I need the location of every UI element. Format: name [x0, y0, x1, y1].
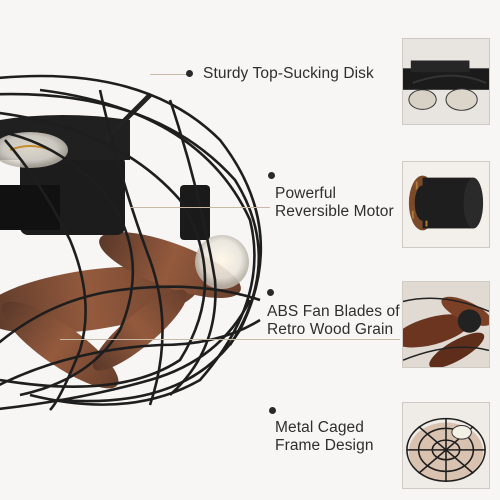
- feature-label-cage-2: Frame Design: [275, 437, 374, 454]
- feature-label-cage-1: Metal Caged: [275, 419, 364, 436]
- motor-thumbnail: [402, 161, 490, 248]
- leader-line: [60, 339, 400, 340]
- feature-label-disk: Sturdy Top-Sucking Disk: [203, 65, 374, 82]
- bullet-dot-icon: [268, 172, 275, 179]
- feature-label-blades-2: Retro Wood Grain: [267, 321, 394, 338]
- feature-label-motor-2: Reversible Motor: [275, 203, 394, 220]
- feature-label-blades-1: ABS Fan Blades of: [267, 303, 400, 320]
- cage-thumbnail: [402, 402, 490, 489]
- bullet-dot-icon: [269, 407, 276, 414]
- metal-cage: [0, 74, 263, 411]
- feature-label-motor-1: Powerful: [275, 185, 337, 202]
- disk-thumbnail: [402, 38, 490, 125]
- leader-line: [150, 74, 190, 75]
- leader-line: [130, 207, 270, 208]
- bullet-dot-icon: [186, 70, 193, 77]
- blades-thumbnail: [402, 281, 490, 368]
- bullet-dot-icon: [267, 289, 274, 296]
